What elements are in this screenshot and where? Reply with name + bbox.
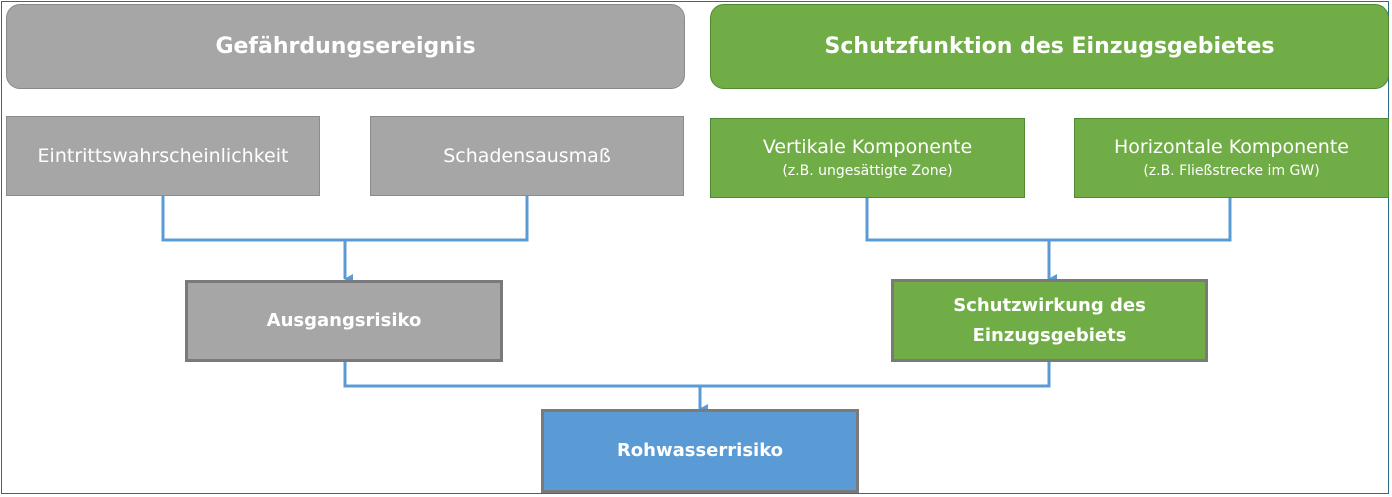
header-gefaehrdungsereignis: Gefährdungsereignis [6, 4, 685, 89]
header-schutzfunktion: Schutzfunktion des Einzugsgebietes [710, 4, 1389, 89]
box-schadensausmass-label: Schadensausmaß [443, 145, 611, 167]
box-eintrittswahrscheinlichkeit: Eintrittswahrscheinlichkeit [6, 116, 320, 196]
connector-results [343, 361, 1051, 388]
box-vertikale-komponente: Vertikale Komponente (z.B. ungesättigte … [710, 118, 1025, 198]
box-schadensausmass: Schadensausmaß [370, 116, 684, 196]
box-schutzwirkung: Schutzwirkung des Einzugsgebiets [891, 279, 1208, 362]
connector-left-inputs [161, 196, 529, 242]
box-vertikale-komponente-title: Vertikale Komponente [762, 136, 973, 158]
box-ausgangsrisiko: Ausgangsrisiko [185, 280, 503, 362]
box-horizontale-komponente-title: Horizontale Komponente [1114, 136, 1349, 158]
box-horizontale-komponente: Horizontale Komponente (z.B. Fließstreck… [1074, 118, 1389, 198]
box-rohwasserrisiko: Rohwasserrisiko [541, 409, 859, 493]
box-schutzwirkung-line-2: Einzugsgebiets [972, 324, 1127, 346]
box-schutzwirkung-line-1: Schutzwirkung des [953, 294, 1146, 316]
box-horizontale-komponente-subtitle: (z.B. Fließstrecke im GW) [1143, 163, 1320, 179]
header-schutzfunktion-label: Schutzfunktion des Einzugsgebietes [824, 34, 1275, 59]
box-rohwasserrisiko-label: Rohwasserrisiko [616, 440, 784, 461]
box-eintrittswahrscheinlichkeit-label: Eintrittswahrscheinlichkeit [37, 145, 289, 167]
box-ausgangsrisiko-label: Ausgangsrisiko [266, 310, 422, 331]
connector-right-inputs [865, 198, 1232, 242]
header-gefaehrdungsereignis-label: Gefährdungsereignis [215, 34, 476, 59]
box-vertikale-komponente-subtitle: (z.B. ungesättigte Zone) [782, 163, 953, 179]
